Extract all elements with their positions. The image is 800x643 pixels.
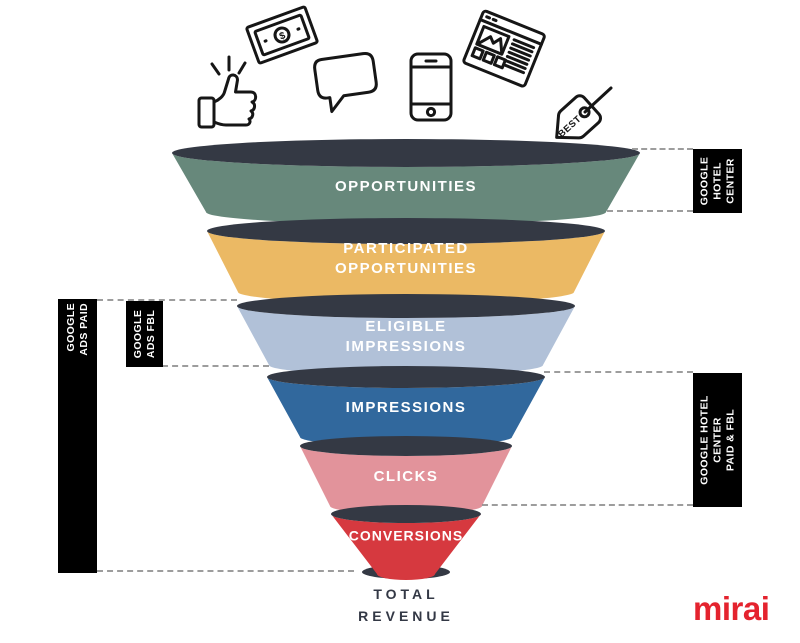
speech-bubble-icon bbox=[313, 51, 378, 114]
label-line: GOOGLE bbox=[131, 309, 144, 359]
label-line: GOOGLE bbox=[697, 156, 710, 206]
funnel-band-impressions bbox=[267, 377, 545, 446]
thumbs-up-icon bbox=[197, 55, 258, 129]
layer-label-opportunities: OPPORTUNITIES bbox=[334, 177, 478, 195]
funnel-top-ellipse bbox=[331, 505, 481, 523]
label-line: HOTEL bbox=[710, 162, 723, 200]
price-tag-icon: BEST bbox=[555, 86, 613, 140]
label-box-google-hotel-center-paid-fbl: GOOGLE HOTEL CENTER PAID & FBL bbox=[693, 373, 742, 507]
label-box-google-ads-fbl: GOOGLE ADS FBL bbox=[126, 301, 163, 367]
funnel-band-eligible bbox=[237, 306, 575, 375]
funnel-top-ellipse bbox=[172, 139, 640, 167]
label-line: ADS FBL bbox=[144, 309, 157, 359]
connector-line bbox=[544, 371, 693, 373]
money-bill-icon: $ bbox=[245, 5, 319, 65]
funnel-band-conversions bbox=[331, 514, 481, 580]
mirai-logo: mirai bbox=[693, 590, 770, 627]
layer-label-impressions: IMPRESSIONS bbox=[345, 398, 467, 416]
label-line: PAID & FBL bbox=[724, 408, 737, 472]
funnel-band-participated bbox=[207, 231, 605, 303]
dollar-glyph: $ bbox=[278, 30, 287, 42]
layer-label-participated: PARTICIPATED OPPORTUNITIES bbox=[334, 239, 477, 277]
label-line: GOOGLE bbox=[64, 303, 77, 352]
connector-line bbox=[97, 299, 237, 301]
connector-line bbox=[482, 504, 693, 506]
funnel-top-ellipse bbox=[207, 218, 605, 244]
total-revenue-label: TOTAL REVENUE bbox=[358, 586, 454, 625]
connector-line bbox=[162, 365, 269, 367]
layer-label-clicks: CLICKS bbox=[373, 467, 439, 485]
layer-label-conversions: CONVERSIONS bbox=[348, 527, 464, 544]
label-box-google-ads-paid: GOOGLE ADS PAID bbox=[58, 299, 97, 573]
browser-window-icon bbox=[462, 9, 546, 88]
label-line: ADS PAID bbox=[77, 303, 90, 356]
label-line: GOOGLE HOTEL bbox=[697, 395, 710, 485]
smartphone-icon bbox=[409, 52, 453, 122]
label-line: CENTER bbox=[724, 158, 737, 204]
layer-label-eligible: ELIGIBLE IMPRESSIONS bbox=[345, 317, 467, 355]
funnel-top-ellipse bbox=[300, 436, 512, 456]
connector-line bbox=[607, 210, 693, 212]
funnel-band-clicks bbox=[300, 446, 512, 514]
connector-line bbox=[632, 148, 693, 150]
funnel-top-ellipse bbox=[267, 366, 545, 388]
funnel-top-ellipse bbox=[237, 294, 575, 318]
label-line: CENTER bbox=[710, 417, 723, 463]
connector-line bbox=[97, 570, 354, 572]
label-box-google-hotel-center: GOOGLE HOTEL CENTER bbox=[693, 149, 742, 213]
funnel-band-opportunities bbox=[172, 153, 640, 224]
